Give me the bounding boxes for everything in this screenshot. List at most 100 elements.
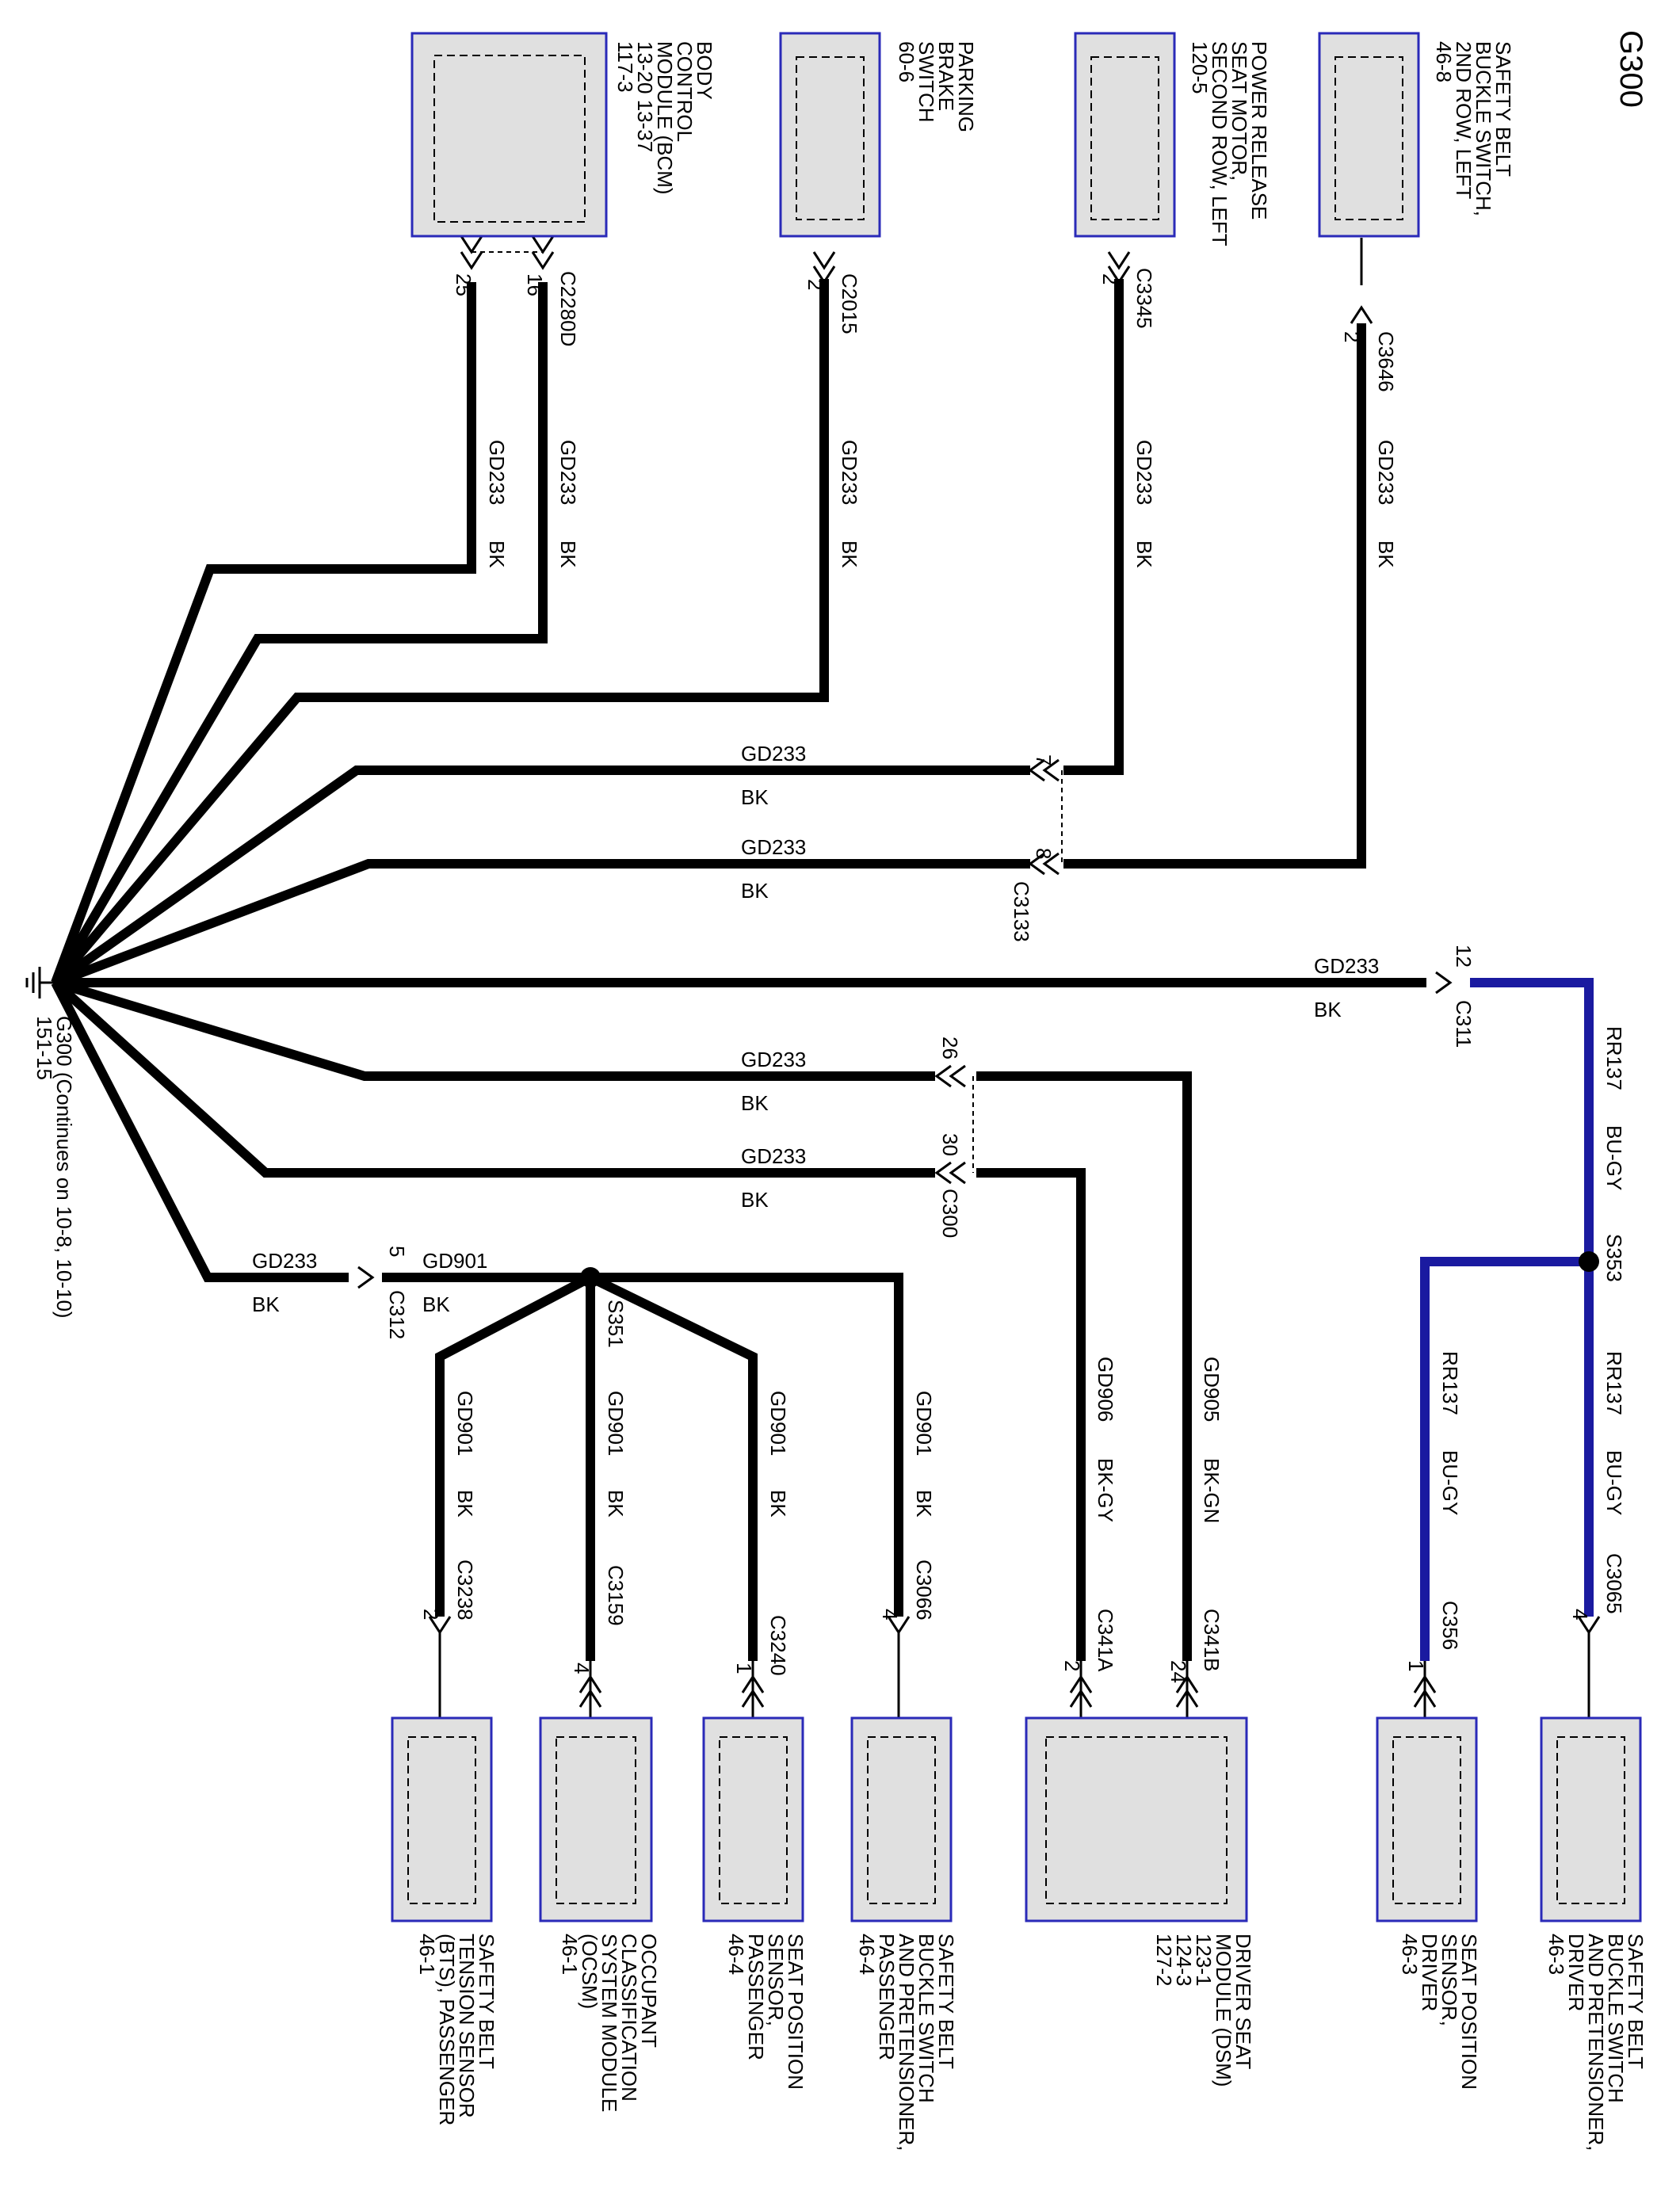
svg-text:120-5: 120-5	[1188, 41, 1212, 94]
connector-c3646: C3646	[1374, 331, 1398, 392]
wire-s353-seatpos-driver	[1420, 1257, 1589, 1661]
wire-c3133-power-release	[1063, 279, 1124, 775]
svg-text:GD901: GD901	[766, 1391, 790, 1456]
component-label-belt-2nd-left: SAFETY BELT BUCKLE SWITCH, 2ND ROW, LEFT…	[1432, 41, 1515, 216]
svg-text:BUCKLE SWITCH: BUCKLE SWITCH	[914, 1934, 938, 2103]
svg-text:RR137: RR137	[1602, 1351, 1626, 1415]
box-seatpos-driver	[1376, 1716, 1478, 1922]
splice-s351-dot	[580, 1267, 601, 1288]
svg-text:TENSION SENSOR: TENSION SENSOR	[455, 1934, 479, 2118]
component-label-dsm: DRIVER SEAT MODULE (DSM) 123-1 124-3 127…	[1152, 1934, 1255, 2087]
svg-text:SENSOR,: SENSOR,	[1438, 1934, 1461, 2026]
wire-g300-bcm16	[51, 282, 548, 986]
svg-text:BK: BK	[766, 1490, 790, 1518]
pin-pr-2: 2	[1098, 273, 1122, 284]
pin-c3238-2: 2	[419, 1609, 443, 1620]
svg-text:BK: BK	[453, 1490, 477, 1518]
svg-text:123-1: 123-1	[1192, 1934, 1216, 1987]
pin-c3133-7: 7	[1032, 754, 1056, 766]
svg-text:GD233: GD233	[741, 835, 806, 859]
svg-text:46-1: 46-1	[415, 1934, 439, 1975]
wire-g300-c3133-7	[52, 766, 1030, 987]
svg-text:GD905: GD905	[1200, 1357, 1224, 1422]
pin-c3065-4: 4	[1568, 1609, 1592, 1620]
wire-c300-dsm-24	[976, 1071, 1192, 1661]
component-label-power-release: POWER RELEASE SEAT MOTOR, SECOND ROW, LE…	[1188, 41, 1271, 246]
svg-text:BK: BK	[556, 540, 580, 568]
box-belt-passenger	[850, 1716, 953, 1922]
svg-text:PARKING: PARKING	[954, 41, 978, 132]
svg-text:PASSENGER: PASSENGER	[875, 1934, 899, 2060]
component-label-bts: SAFETY BELT TENSION SENSOR (BTS), PASSEN…	[415, 1934, 498, 2125]
wire-g300-parking-brake	[52, 279, 829, 986]
svg-text:60-6: 60-6	[895, 41, 918, 82]
svg-text:46-3: 46-3	[1398, 1934, 1422, 1975]
svg-text:SAFETY BELT: SAFETY BELT	[475, 1934, 498, 2069]
svg-text:GD233: GD233	[556, 440, 580, 505]
connector-c341a: C341A	[1094, 1609, 1117, 1672]
svg-text:BK: BK	[422, 1292, 450, 1316]
box-power-release	[1074, 32, 1176, 238]
svg-text:124-3: 124-3	[1172, 1934, 1196, 1987]
svg-text:BK-GN: BK-GN	[1200, 1458, 1224, 1523]
pin-c312-5: 5	[385, 1246, 409, 1257]
ground-ref-line1: G300 (Continues on 10-8, 10-10)	[52, 1016, 76, 1319]
svg-text:RR137: RR137	[1438, 1351, 1462, 1415]
ground-title: G300	[1613, 30, 1648, 108]
svg-text:SECOND ROW, LEFT: SECOND ROW, LEFT	[1208, 41, 1231, 246]
svg-text:PASSENGER: PASSENGER	[744, 1934, 768, 2060]
wire-c300-dsm-2	[976, 1168, 1086, 1661]
component-label-seatpos-driver: SEAT POSITION SENSOR, DRIVER 46-3	[1398, 1934, 1481, 2090]
connector-c3133: C3133	[1010, 881, 1033, 942]
svg-text:BK: BK	[1132, 540, 1156, 568]
svg-text:BK: BK	[252, 1292, 280, 1316]
pin-c356-1: 1	[1404, 1660, 1428, 1671]
component-label-belt-passenger: SAFETY BELT BUCKLE SWITCH AND PRETENSION…	[855, 1934, 958, 2151]
svg-text:BU-GY: BU-GY	[1602, 1125, 1626, 1190]
svg-text:GD233: GD233	[252, 1249, 317, 1273]
svg-text:GD233: GD233	[741, 1048, 806, 1071]
connector-c3345: C3345	[1132, 268, 1156, 329]
component-label-belt-driver: SAFETY BELT BUCKLE SWITCH AND PRETENSION…	[1544, 1934, 1648, 2151]
svg-text:SWITCH: SWITCH	[914, 41, 938, 123]
svg-text:BU-GY: BU-GY	[1602, 1450, 1626, 1515]
pin-c3159-4: 4	[570, 1663, 594, 1674]
svg-text:117-3: 117-3	[613, 41, 637, 93]
box-parking-brake	[779, 32, 881, 238]
connector-c3238: C3238	[453, 1560, 477, 1621]
svg-text:BK: BK	[485, 540, 509, 568]
svg-text:AND PRETENSIONER,: AND PRETENSIONER,	[1584, 1934, 1608, 2151]
pin-pb-2: 2	[804, 279, 827, 290]
svg-text:SEAT POSITION: SEAT POSITION	[784, 1934, 808, 2090]
connector-c3240: C3240	[766, 1615, 790, 1676]
connector-c311: C311	[1452, 1000, 1476, 1048]
svg-text:BK: BK	[741, 785, 769, 809]
svg-text:BK: BK	[741, 1091, 769, 1115]
svg-text:BK: BK	[1374, 540, 1398, 568]
wire-s351-belt-passenger	[590, 1273, 903, 1617]
svg-text:MODULE (DSM): MODULE (DSM)	[1212, 1934, 1235, 2087]
svg-text:POWER RELEASE: POWER RELEASE	[1247, 41, 1271, 220]
wire-g300-c312	[51, 980, 349, 1282]
svg-text:GD233: GD233	[741, 742, 806, 766]
svg-text:(OCSM): (OCSM)	[578, 1934, 601, 2009]
svg-text:46-4: 46-4	[724, 1934, 748, 1975]
pin-c311-12: 12	[1452, 945, 1476, 968]
svg-text:BK: BK	[1314, 998, 1342, 1021]
svg-text:SAFETY BELT: SAFETY BELT	[1491, 41, 1515, 177]
svg-text:GD901: GD901	[422, 1249, 487, 1273]
wire-g300-c300-26	[54, 978, 935, 1081]
pin-c341a-2: 2	[1060, 1660, 1084, 1671]
connector-symbols	[357, 235, 1601, 1708]
splice-s353-dot	[1579, 1251, 1599, 1272]
connector-c3065: C3065	[1602, 1553, 1626, 1614]
splice-s351: S351	[604, 1300, 628, 1348]
svg-text:SYSTEM MODULE: SYSTEM MODULE	[598, 1934, 621, 2112]
svg-text:AND PRETENSIONER,: AND PRETENSIONER,	[895, 1934, 918, 2151]
pin-b2l-2: 2	[1340, 331, 1364, 342]
connector-c356: C356	[1438, 1601, 1462, 1650]
svg-text:BODY: BODY	[693, 41, 716, 100]
pin-c3066-4: 4	[878, 1609, 902, 1620]
svg-text:DRIVER SEAT: DRIVER SEAT	[1231, 1934, 1255, 2070]
